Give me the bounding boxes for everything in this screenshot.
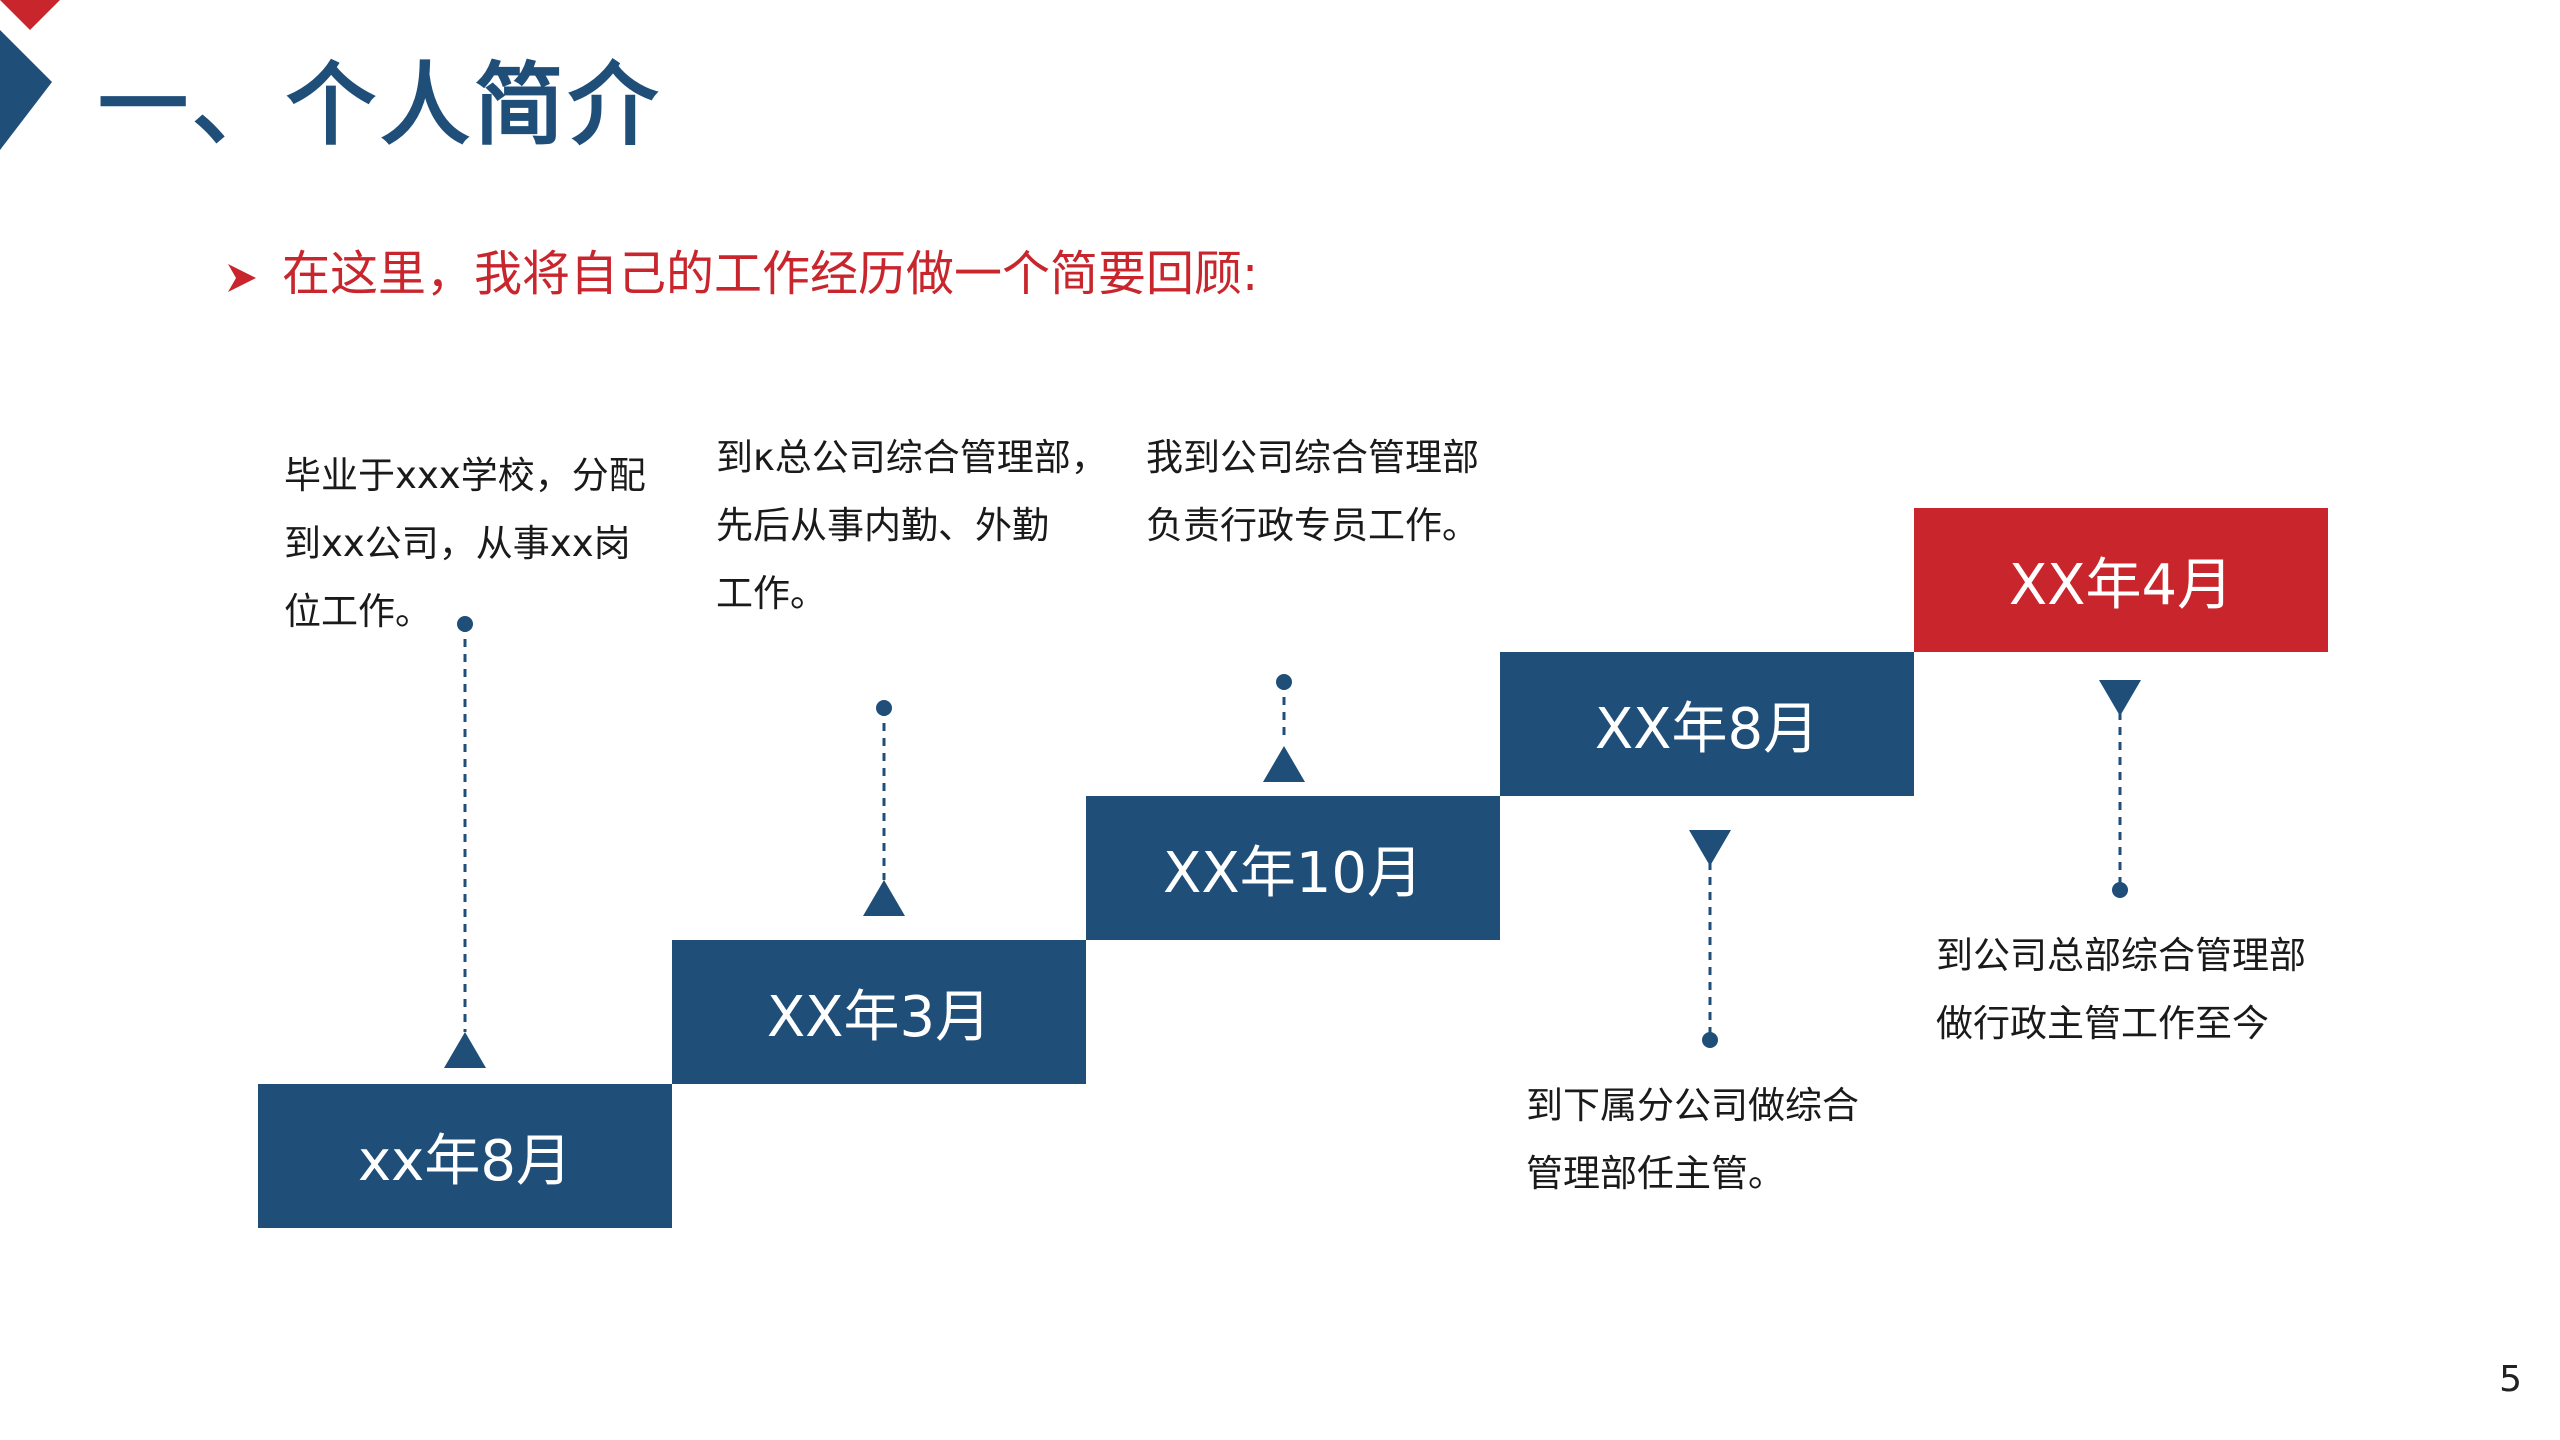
timeline-step-1: xx年8月 <box>258 1084 672 1228</box>
connector-dot-3 <box>1276 674 1292 690</box>
connector-dot-1 <box>457 616 473 632</box>
timeline-description-4: 到下属分公司做综合 管理部任主管。 <box>1526 1072 1859 1208</box>
connector-dot-5 <box>2112 882 2128 898</box>
timeline-step-2: XX年3月 <box>672 940 1086 1084</box>
timeline-step-5: XX年4月 <box>1914 508 2328 652</box>
corner-red-shape <box>0 0 60 30</box>
corner-blue-shape <box>0 30 52 150</box>
description-line: 到κ总公司综合管理部， <box>716 436 1108 479</box>
triangle-down-icon <box>2099 680 2141 716</box>
page-title: 一、个人简介 <box>98 53 662 158</box>
timeline-description-2: 到κ总公司综合管理部， 先后从事内勤、外勤 工作。 <box>716 424 1108 628</box>
timeline-description-1: 毕业于xxx学校，分配 到xx公司，从事xx岗 位工作。 <box>284 442 646 646</box>
description-line: 做行政主管工作至今 <box>1936 1002 2269 1045</box>
description-line: 到下属分公司做综合 <box>1526 1084 1859 1127</box>
description-line: 我到公司综合管理部 <box>1146 436 1479 479</box>
timeline-step-4: XX年8月 <box>1500 652 1914 796</box>
description-line: 负责行政专员工作。 <box>1146 504 1479 547</box>
triangle-up-icon <box>863 880 905 916</box>
triangle-up-icon <box>444 1032 486 1068</box>
description-line: 位工作。 <box>284 590 432 633</box>
step-date: XX年10月 <box>1163 840 1423 906</box>
description-line: 管理部任主管。 <box>1526 1152 1785 1195</box>
corner-decoration <box>0 0 60 150</box>
intro-text: 在这里，我将自己的工作经历做一个简要回顾: <box>282 246 1259 302</box>
description-line: 先后从事内勤、外勤 <box>716 504 1049 547</box>
step-date: xx年8月 <box>358 1128 572 1194</box>
step-date: XX年3月 <box>766 984 992 1050</box>
arrow-bullet-icon <box>228 264 256 292</box>
step-date: XX年4月 <box>2008 552 2234 618</box>
description-line: 工作。 <box>716 572 827 615</box>
description-line: 到公司总部综合管理部 <box>1936 934 2306 977</box>
timeline-description-5: 到公司总部综合管理部 做行政主管工作至今 <box>1936 922 2306 1058</box>
timeline-step-3: XX年10月 <box>1086 796 1500 940</box>
connector-dot-2 <box>876 700 892 716</box>
timeline-description-3: 我到公司综合管理部 负责行政专员工作。 <box>1146 424 1479 560</box>
description-line: 毕业于xxx学校，分配 <box>284 454 646 497</box>
page-number: 5 <box>2499 1359 2522 1400</box>
step-date: XX年8月 <box>1594 696 1820 762</box>
triangle-down-icon <box>1689 830 1731 866</box>
description-line: 到xx公司，从事xx岗 <box>284 522 631 565</box>
triangle-up-icon <box>1263 746 1305 782</box>
connector-dot-4 <box>1702 1032 1718 1048</box>
